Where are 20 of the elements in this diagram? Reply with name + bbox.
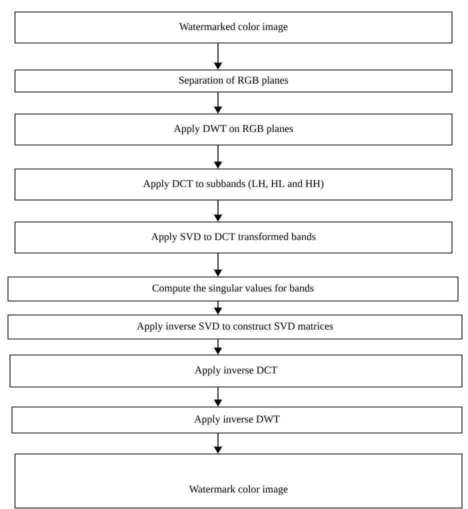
node-label: Apply inverse DWT	[194, 415, 280, 425]
node-label: Watermarked color image	[179, 22, 288, 32]
node-label: Apply inverse SVD to construct SVD matrices	[136, 322, 333, 332]
node-label: Apply DWT on RGB planes	[174, 124, 293, 134]
node-label: Apply inverse DCT	[194, 366, 278, 376]
process-box	[8, 314, 462, 340]
node-label: Separation of RGB planes	[179, 76, 288, 86]
process-box	[14, 12, 452, 44]
process-box	[12, 406, 462, 434]
process-box	[14, 70, 452, 92]
node-label: Watermark color image	[189, 485, 288, 495]
node-label: Apply SVD to DCT transformed bands	[151, 232, 316, 242]
process-box	[14, 114, 452, 146]
process-box	[14, 168, 452, 200]
node-label: Apply DCT to subbands (LH, HL and HH)	[143, 180, 324, 190]
process-box	[14, 454, 462, 508]
node-label: Compute the singular values for bands	[152, 284, 314, 294]
process-box	[14, 222, 452, 254]
process-box	[8, 276, 458, 302]
process-box	[10, 354, 462, 388]
